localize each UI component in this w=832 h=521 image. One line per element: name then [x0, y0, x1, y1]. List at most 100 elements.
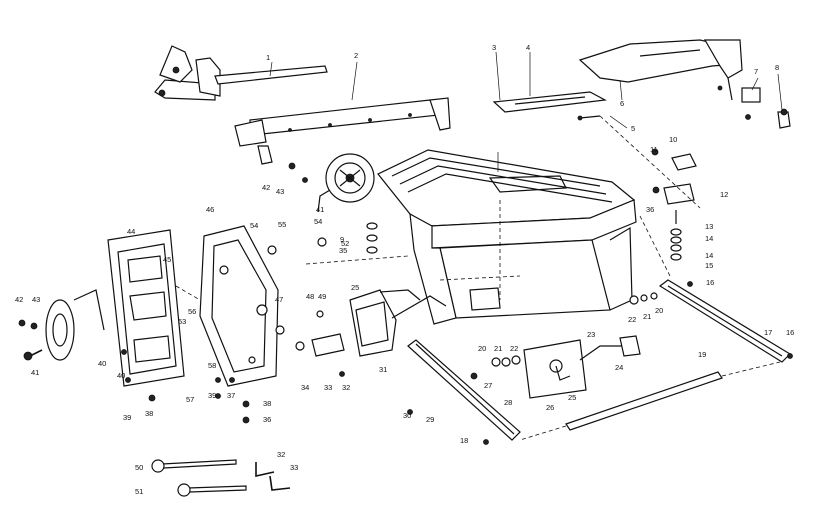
callout-13: 13 [705, 222, 713, 231]
callout-5: 5 [631, 124, 635, 133]
saw-blade [317, 153, 375, 213]
callout-3: 3 [492, 43, 496, 52]
callout-15: 15 [705, 261, 713, 270]
callout-31: 31 [379, 365, 387, 374]
hardware-small-parts [121, 222, 793, 445]
callout-40b: 40 [117, 371, 125, 380]
callout-39a: 39 [123, 413, 131, 422]
callout-49: 49 [318, 292, 326, 301]
callout-28: 28 [504, 398, 512, 407]
splitter-bracket [741, 87, 761, 103]
callout-leaders [269, 51, 783, 172]
callout-55: 55 [278, 220, 286, 229]
callout-8: 8 [775, 63, 779, 72]
callout-46: 46 [206, 205, 214, 214]
knob [745, 108, 791, 129]
callout-47: 47 [275, 295, 283, 304]
right-rail [658, 279, 791, 363]
callout-11: 11 [650, 145, 658, 154]
switch-plate [523, 335, 641, 399]
callout-22b: 22 [510, 344, 518, 353]
switch-block [671, 153, 697, 171]
callout-51: 51 [135, 487, 143, 496]
left-rail [407, 339, 521, 441]
callout-29: 29 [426, 415, 434, 424]
callout-44: 44 [127, 227, 135, 236]
throat-plate [492, 91, 607, 121]
washer-stack-right [670, 210, 682, 261]
callout-6: 6 [620, 99, 624, 108]
callout-38b: 38 [263, 399, 271, 408]
callout-35: 35 [339, 246, 347, 255]
callout-39b: 39 [208, 391, 216, 400]
callout-18: 18 [460, 436, 468, 445]
callout-43b: 43 [276, 187, 284, 196]
callout-21a: 21 [643, 312, 651, 321]
guide-rod [565, 371, 723, 431]
callout-14a: 14 [705, 234, 713, 243]
callout-37: 37 [227, 391, 235, 400]
callout-24: 24 [615, 363, 623, 372]
rip-fence [234, 97, 451, 165]
callout-19: 19 [698, 350, 706, 359]
callout-33b: 33 [290, 463, 298, 472]
callout-57: 57 [186, 395, 194, 404]
callout-labels: 1 2 3 4 5 6 7 8 9 10 11 12 13 14 14 15 1… [15, 43, 794, 496]
callout-54a: 54 [250, 221, 258, 230]
lock-block [663, 183, 695, 205]
callout-26: 26 [546, 403, 554, 412]
callout-43a: 43 [32, 295, 40, 304]
callout-32a: 32 [342, 383, 350, 392]
motor-switch [349, 289, 447, 357]
callout-52: 52 [341, 239, 349, 248]
callout-36a: 36 [263, 415, 271, 424]
callout-56: 56 [188, 307, 196, 316]
callout-17: 17 [764, 328, 772, 337]
callout-12: 12 [720, 190, 728, 199]
callout-1: 1 [266, 53, 270, 62]
callout-27: 27 [484, 381, 492, 390]
callout-58: 58 [208, 361, 216, 370]
blade-guard [578, 39, 743, 101]
wrenches [151, 459, 291, 497]
callout-36b: 36 [646, 205, 654, 214]
callout-41b: 41 [316, 205, 324, 214]
callout-14b: 14 [705, 251, 713, 260]
callout-50: 50 [135, 463, 143, 472]
callout-34: 34 [301, 383, 309, 392]
callout-2: 2 [354, 51, 358, 60]
callout-20a: 20 [655, 306, 663, 315]
mounting-plate [199, 225, 279, 387]
callout-54b: 54 [314, 217, 322, 226]
saw-table-cabinet [377, 149, 637, 325]
callout-10: 10 [669, 135, 677, 144]
callout-23: 23 [587, 330, 595, 339]
callout-21b: 21 [494, 344, 502, 353]
callout-48: 48 [306, 292, 314, 301]
callout-9: 9 [340, 235, 344, 244]
front-plate [107, 229, 185, 387]
callout-38a: 38 [145, 409, 153, 418]
callout-53: 53 [178, 317, 186, 326]
callout-20b: 20 [478, 344, 486, 353]
miter-gauge [154, 45, 328, 101]
callout-42a: 42 [15, 295, 23, 304]
callout-32b: 32 [277, 450, 285, 459]
callout-22a: 22 [628, 315, 636, 324]
callout-7: 7 [754, 67, 758, 76]
callout-25b: 25 [351, 283, 359, 292]
callout-40a: 40 [98, 359, 106, 368]
callout-30: 30 [403, 411, 411, 420]
callout-16b: 16 [786, 328, 794, 337]
assembly-dashed-lines [175, 115, 781, 441]
handwheel [18, 289, 105, 361]
callout-16a: 16 [706, 278, 714, 287]
callout-25a: 25 [568, 393, 576, 402]
callout-41a: 41 [31, 368, 39, 377]
callout-42b: 42 [262, 183, 270, 192]
callout-33a: 33 [324, 383, 332, 392]
callout-4: 4 [526, 43, 530, 52]
callout-45: 45 [163, 255, 171, 264]
